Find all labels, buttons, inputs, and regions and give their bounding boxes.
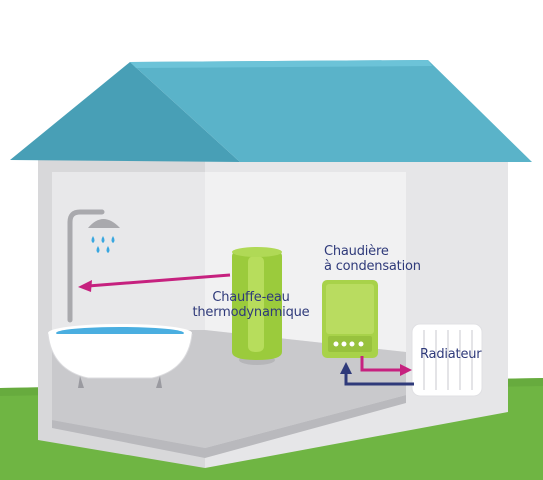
shower-icon <box>67 209 120 323</box>
interior-left-back-wall <box>52 172 205 330</box>
floor-edge <box>52 395 406 458</box>
boiler-to-radiator-arrow <box>360 356 412 376</box>
water-heater-label-line1: Chauffe-eau <box>212 290 290 305</box>
roof-side <box>10 62 240 162</box>
roof-ridge-highlight <box>130 60 432 68</box>
hot-water-arrow <box>78 273 231 292</box>
radiator-label: Radiateur <box>420 347 482 362</box>
radiator-icon <box>411 323 483 397</box>
water-drops-icon <box>91 236 115 253</box>
water-heater-label: Chauffe-eau thermodynamique <box>186 290 316 320</box>
bathtub-icon <box>47 324 193 388</box>
radiator-return-arrow <box>340 362 414 386</box>
boiler-label-line1: Chaudière <box>324 244 389 259</box>
boiler-label: Chaudière à condensation <box>324 244 421 274</box>
boiler-icon <box>322 280 378 358</box>
water-heater-label-line2: thermodynamique <box>192 305 310 320</box>
roof-front <box>130 60 532 162</box>
boiler-label-line2: à condensation <box>324 259 421 274</box>
water-heater-icon <box>232 247 282 365</box>
